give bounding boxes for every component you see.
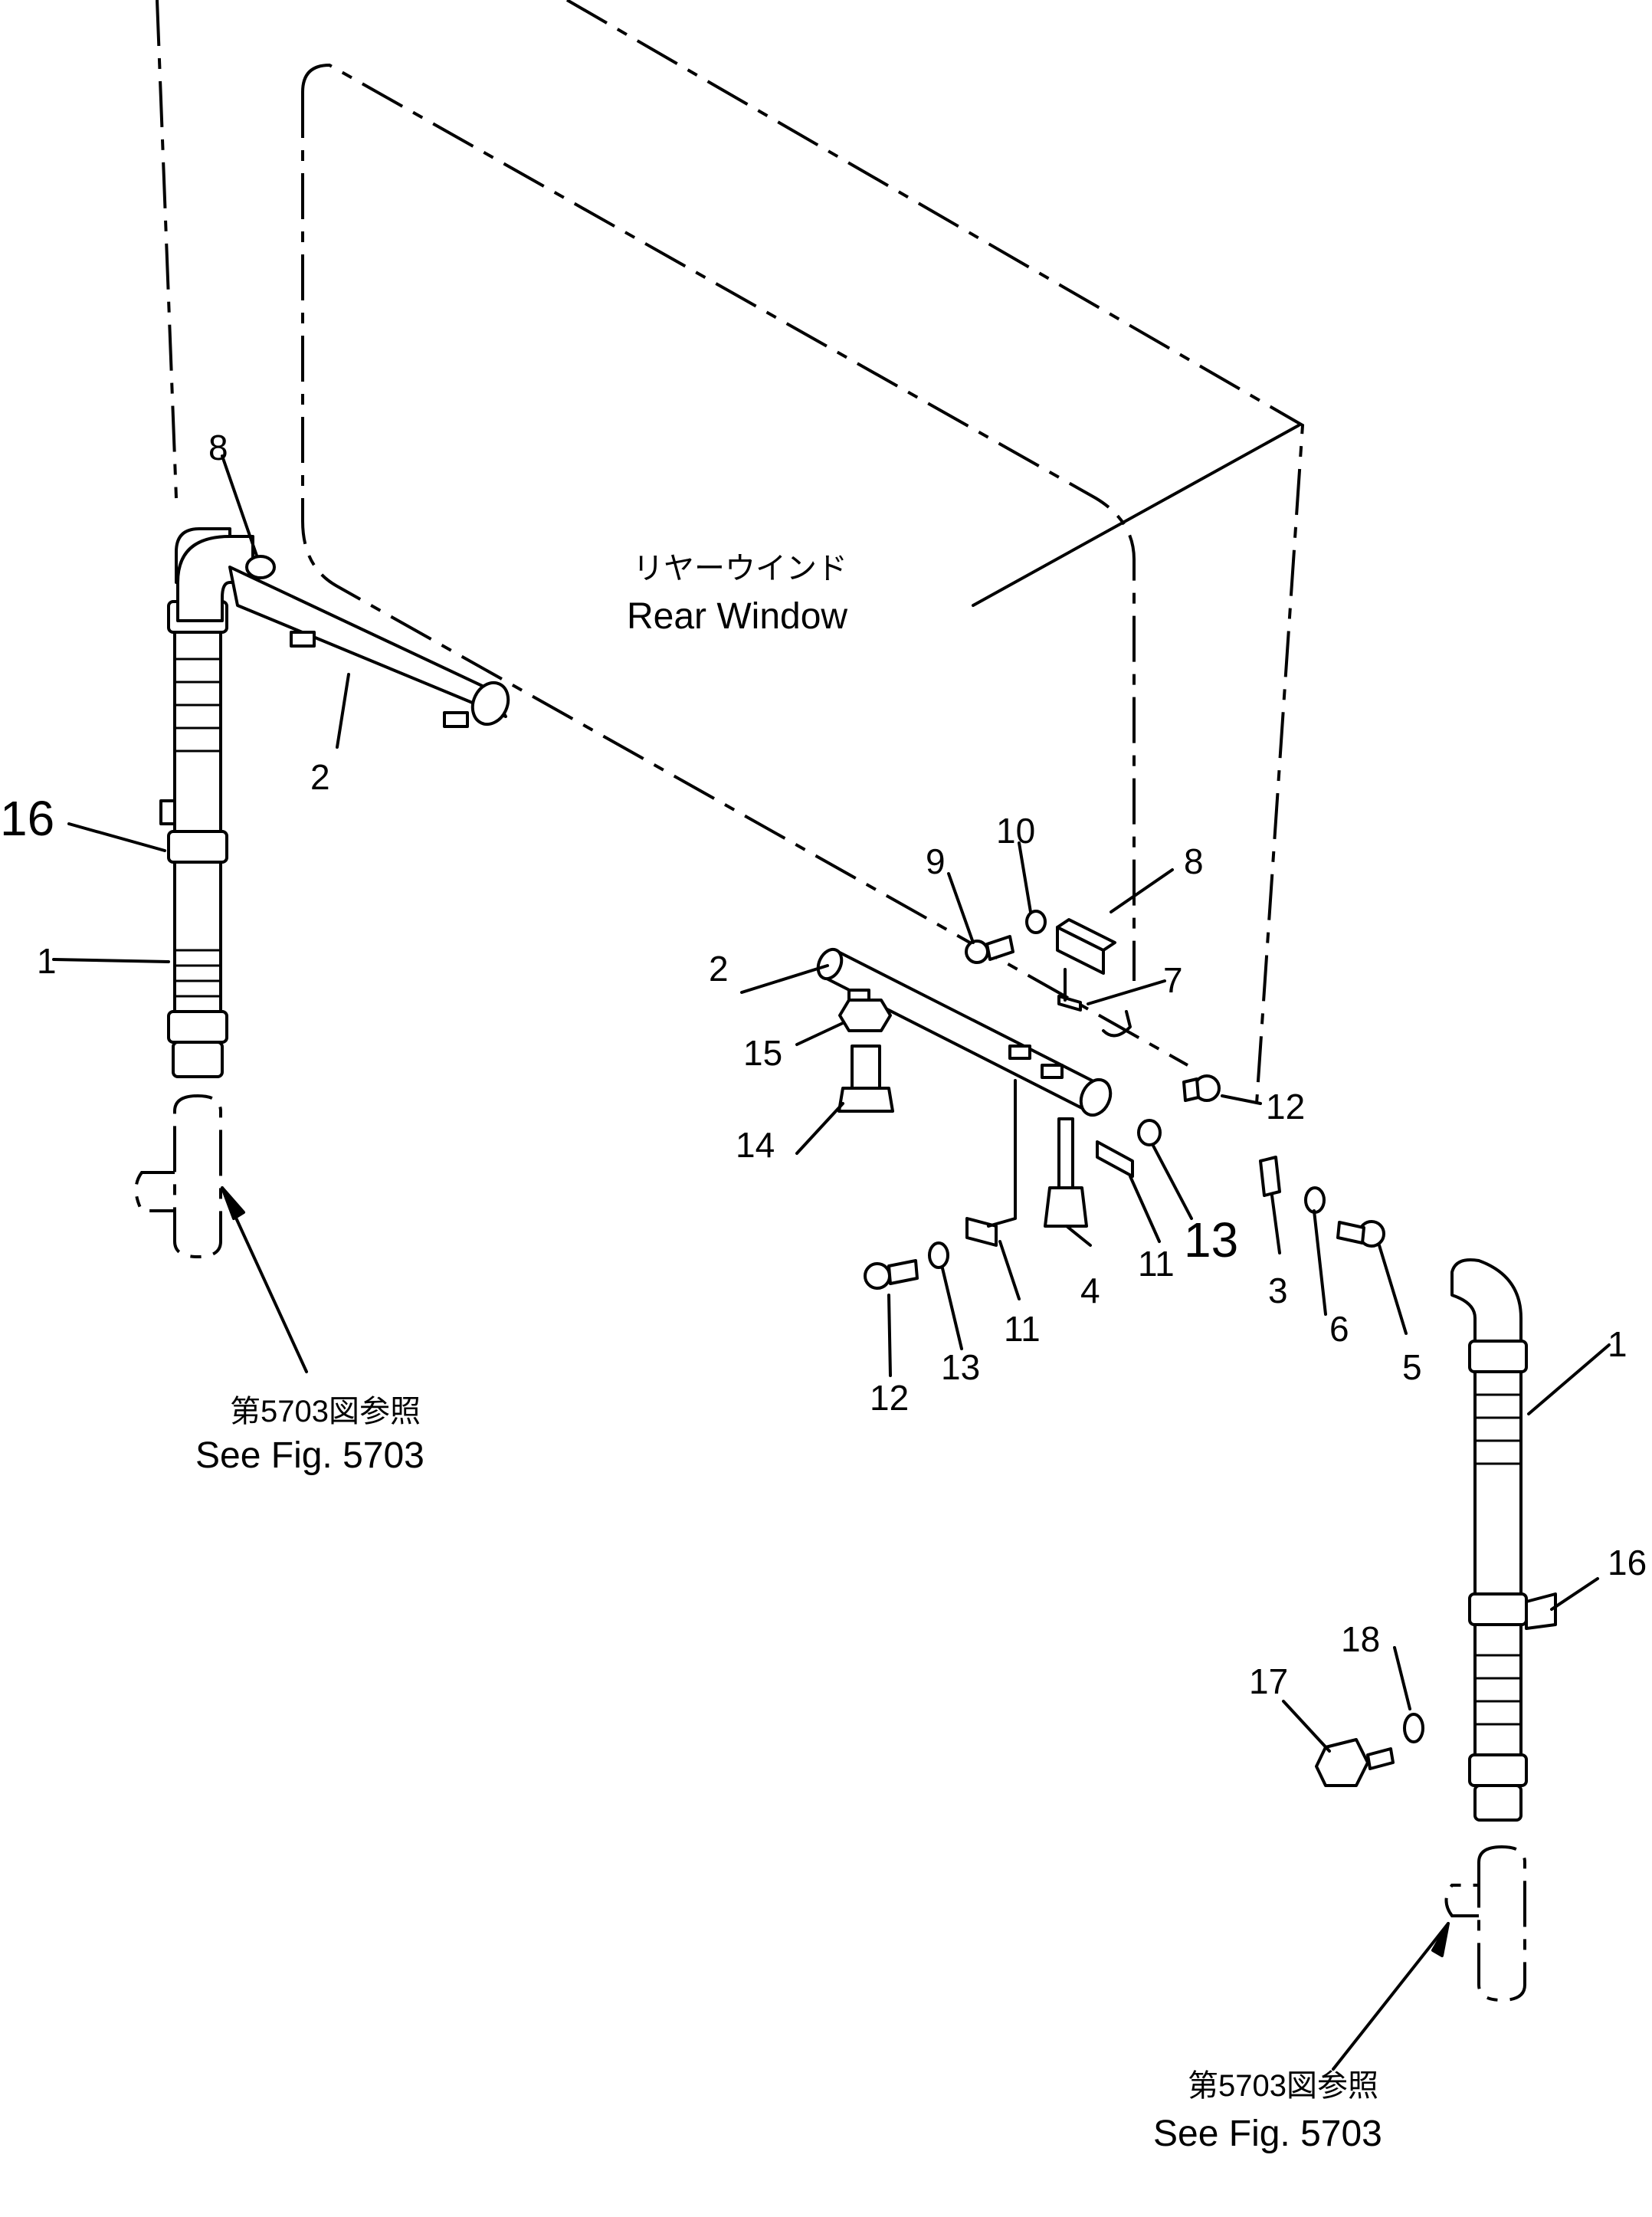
- reference-right-en: See Fig. 5703: [1153, 2114, 1382, 2154]
- left-pipe-assembly: [159, 527, 510, 1078]
- callout-9: 9: [926, 841, 946, 881]
- callout-6: 6: [1329, 1309, 1349, 1349]
- right-reference-tee: [1332, 1845, 1526, 2071]
- reference-left-en: See Fig. 5703: [195, 1435, 424, 1476]
- callouts: 8 2 16 1 9 10 8 2 7 15 12 14 13 11 3 4 6…: [0, 428, 1647, 1701]
- callout-12a: 12: [1266, 1087, 1305, 1127]
- callout-13b: 13: [941, 1347, 980, 1387]
- callout-11b: 11: [1004, 1309, 1041, 1349]
- callout-10: 10: [996, 811, 1035, 851]
- callout-12b: 12: [870, 1378, 909, 1418]
- callout-5: 5: [1402, 1347, 1422, 1387]
- callout-1b: 1: [1608, 1324, 1627, 1364]
- callout-18: 18: [1341, 1619, 1380, 1659]
- callout-16a: 16: [0, 791, 54, 846]
- callout-2b: 2: [709, 949, 729, 989]
- callout-14: 14: [736, 1125, 775, 1165]
- callout-2a: 2: [310, 757, 330, 797]
- rear-window-outline: [156, 0, 1305, 1104]
- callout-1a: 1: [37, 941, 57, 981]
- callout-16b: 16: [1608, 1543, 1647, 1582]
- left-reference-tee: [134, 1094, 308, 1373]
- reference-right-jp: 第5703図参照: [1188, 2069, 1378, 2103]
- right-pipe-assembly: [1315, 1258, 1557, 1822]
- window-label-jp: リヤーウインド: [633, 552, 847, 585]
- callout-8b: 8: [1184, 841, 1204, 881]
- reference-left-jp: 第5703図参照: [230, 1395, 421, 1428]
- callout-4: 4: [1080, 1271, 1100, 1310]
- callout-3: 3: [1268, 1271, 1288, 1310]
- callout-8a: 8: [208, 428, 228, 467]
- callout-13a: 13: [1184, 1212, 1238, 1268]
- callout-15: 15: [743, 1033, 782, 1073]
- callout-7: 7: [1163, 960, 1183, 1000]
- callout-17: 17: [1249, 1661, 1288, 1701]
- leader-lines: [52, 454, 1611, 1753]
- window-label-en: Rear Window: [627, 596, 847, 637]
- callout-11a: 11: [1138, 1244, 1175, 1284]
- center-pipe-assembly: [816, 910, 1385, 1290]
